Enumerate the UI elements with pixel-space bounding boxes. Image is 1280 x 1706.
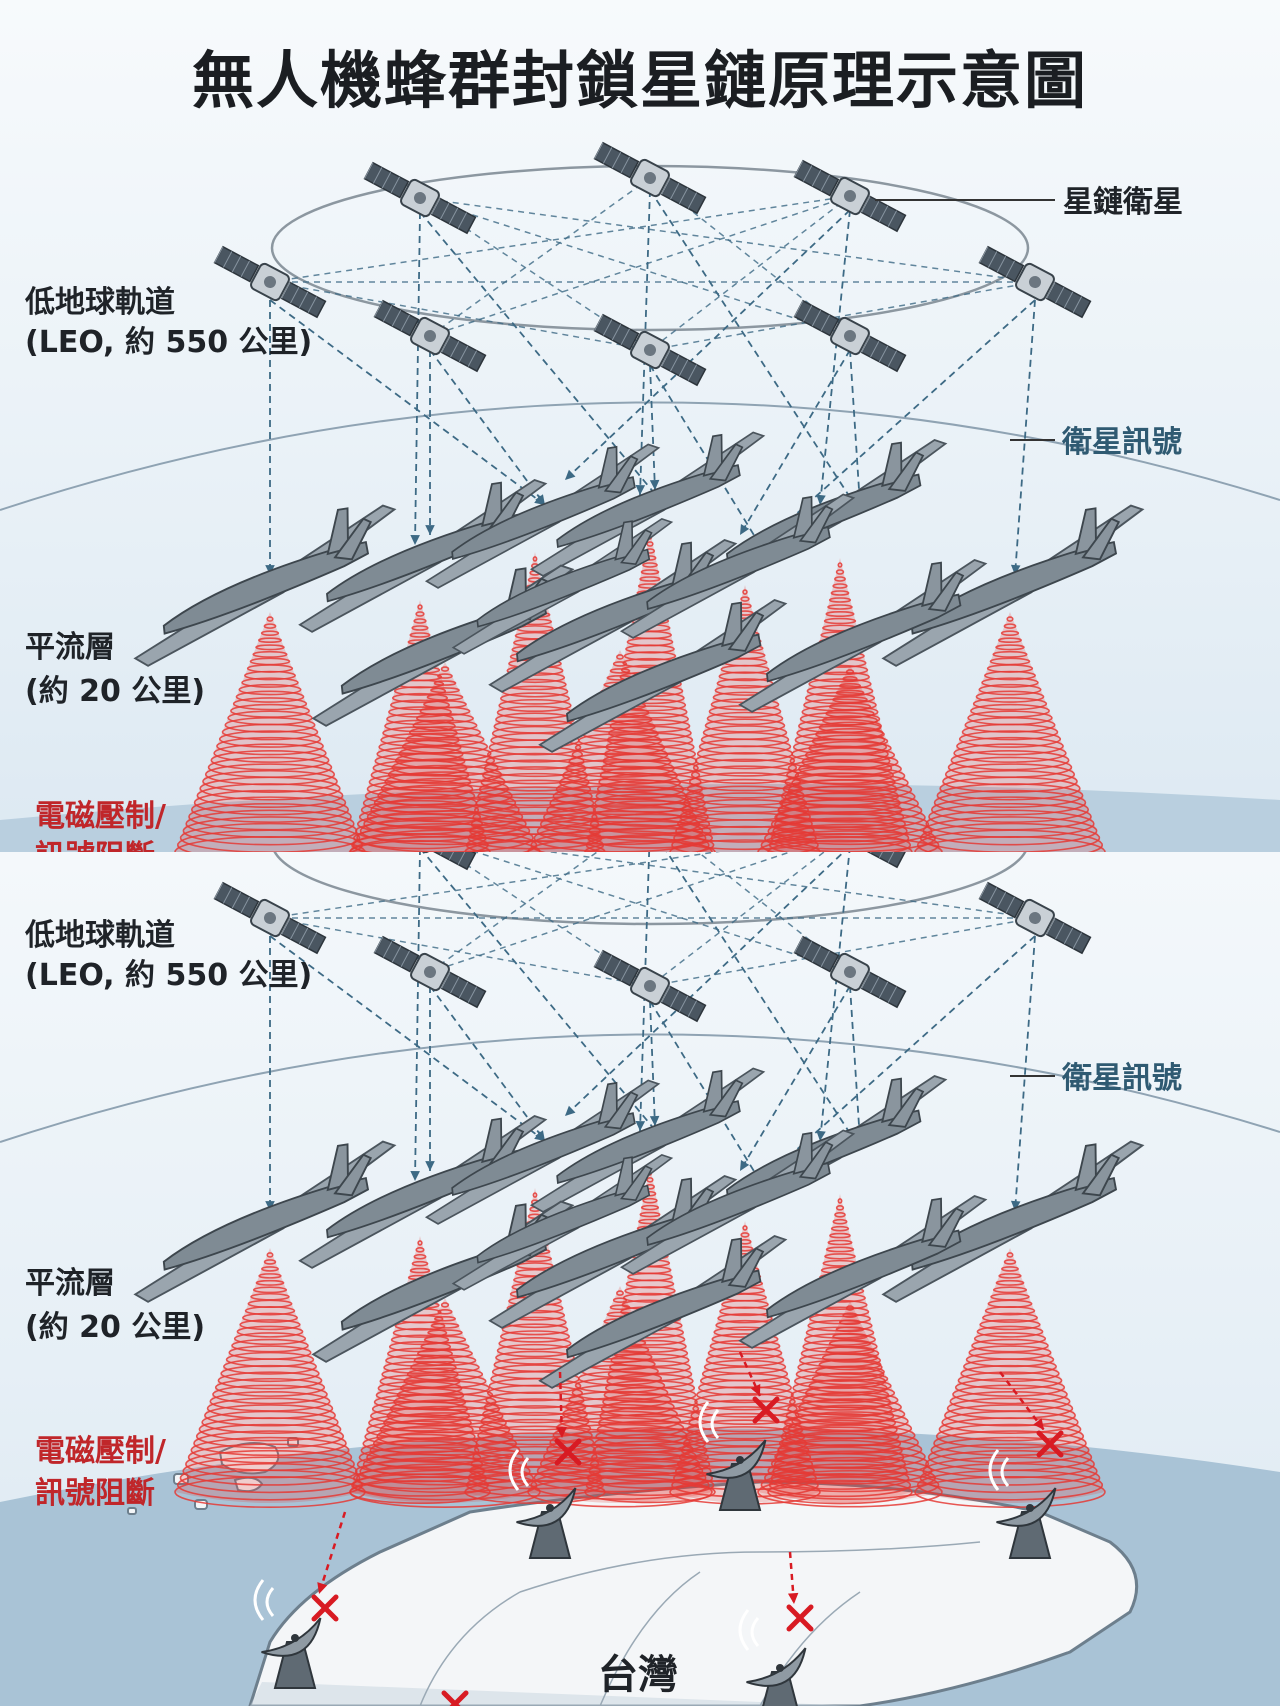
orbit-link xyxy=(430,852,850,972)
signal-arrowhead xyxy=(425,1161,435,1171)
signal-line xyxy=(820,852,850,1141)
ew-label-line1: 電磁壓制/ xyxy=(35,1432,166,1472)
signal-line xyxy=(415,212,420,545)
satellite-icon xyxy=(977,878,1093,957)
signal-arrowhead xyxy=(410,535,420,545)
satellite-icon xyxy=(792,852,908,872)
signal-arrowhead xyxy=(425,525,435,535)
taiwan-label: 台灣 xyxy=(598,1642,678,1700)
starlink-label: 星鏈衛星 xyxy=(1063,183,1183,223)
leo-label-line1: 低地球軌道 xyxy=(25,283,175,323)
orbit-link xyxy=(420,198,850,336)
signal-line xyxy=(650,1001,655,1126)
jamming-cone xyxy=(175,1248,365,1507)
signal-line xyxy=(1015,936,1035,1211)
satellite-icon xyxy=(792,156,908,235)
jamming-cone xyxy=(175,612,365,852)
strat-label-line2: (約 20 公里) xyxy=(25,1308,205,1348)
signal-line xyxy=(850,350,860,505)
satellites xyxy=(212,138,1093,389)
signal-line xyxy=(650,365,760,545)
orbit-ring xyxy=(272,852,1028,924)
signal-label: 衛星訊號 xyxy=(1062,423,1182,463)
ew-label-line2: 訊號阻斷 xyxy=(35,837,155,852)
signal-line xyxy=(850,986,860,1141)
ew-label-line2: 訊號阻斷 xyxy=(35,1474,155,1514)
signal-line xyxy=(650,365,655,490)
signal-line xyxy=(650,190,855,505)
signal-line xyxy=(650,1001,760,1181)
strat-label-line1: 平流層 xyxy=(25,628,115,668)
satellite-icon xyxy=(212,242,328,321)
bottom-panel: 低地球軌道 (LEO, 約 550 公里) 衛星訊號 平流層 (約 20 公里)… xyxy=(0,852,1280,1706)
signal-label: 衛星訊號 xyxy=(1062,1059,1182,1099)
orbit-link xyxy=(420,852,1035,918)
signal-line xyxy=(430,350,545,505)
strat-label-line2: (約 20 公里) xyxy=(25,672,205,712)
signal-arrowhead xyxy=(410,1171,420,1181)
ew-label-line1: 電磁壓制/ xyxy=(35,797,166,837)
jamming-cone xyxy=(915,1248,1105,1507)
top-panel: 無人機蜂群封鎖星鏈原理示意圖 星鏈衛星 低地球軌道 (LEO, 約 550 公里… xyxy=(0,0,1280,852)
signal-line xyxy=(565,852,850,1116)
orbit-link xyxy=(270,852,850,918)
signal-arrowhead xyxy=(565,1106,575,1116)
jamming-cone xyxy=(915,612,1105,852)
leo-label-line2: (LEO, 約 550 公里) xyxy=(25,956,312,996)
satellites xyxy=(212,852,1093,1026)
leo-label-line2: (LEO, 約 550 公里) xyxy=(25,323,312,363)
signal-arrowhead xyxy=(565,470,575,480)
satellite-icon xyxy=(212,878,328,957)
orbit-link xyxy=(270,282,650,350)
signal-lines xyxy=(265,852,1035,1211)
orbit-link xyxy=(430,852,650,972)
signal-line xyxy=(430,986,545,1141)
signal-line xyxy=(415,852,420,1181)
orbit-link xyxy=(270,196,850,282)
strat-label-line1: 平流層 xyxy=(25,1264,115,1304)
orbit-link xyxy=(270,918,650,986)
orbit-link xyxy=(430,178,650,336)
leo-label-line1: 低地球軌道 xyxy=(25,916,175,956)
